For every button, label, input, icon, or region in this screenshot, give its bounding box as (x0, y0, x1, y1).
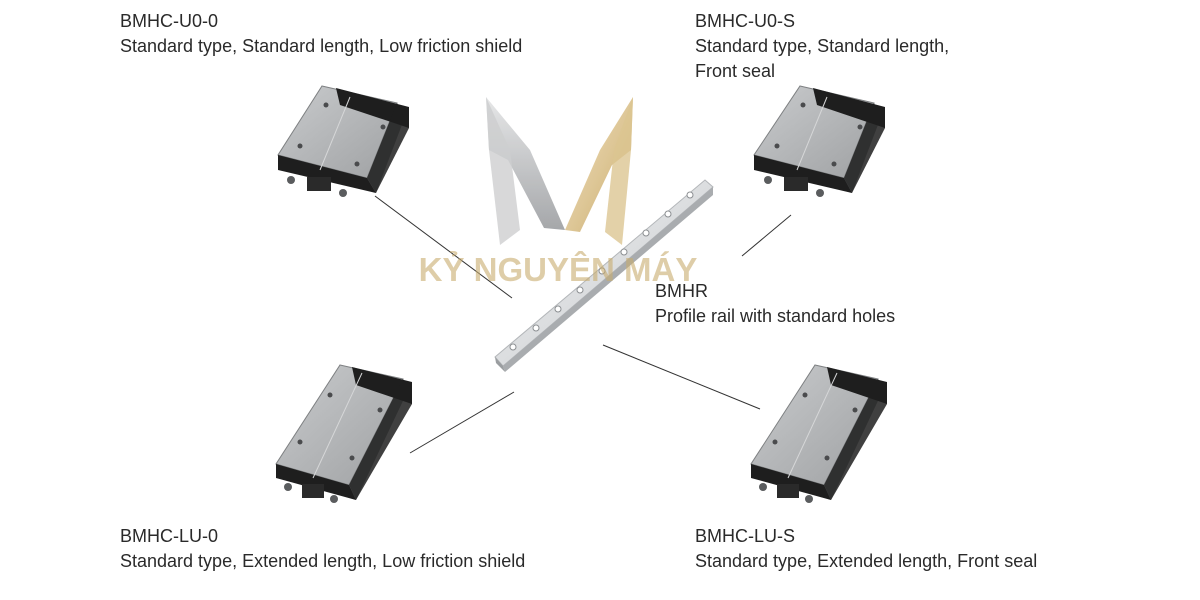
model-description-line-1: Standard type, Standard length, (695, 36, 950, 56)
leader-line-top-right (741, 214, 792, 257)
model-name-bmhr: BMHR (655, 281, 708, 301)
label-bottom-left: BMHC-LU-0 Standard type, Extended length… (120, 524, 525, 574)
carriage-block-top-left (277, 85, 409, 197)
leader-lines (374, 195, 792, 454)
label-bottom-right: BMHC-LU-S Standard type, Extended length… (695, 524, 1037, 574)
carriage-block-bottom-right (750, 364, 887, 503)
model-name-bmhc-u0-s: BMHC-U0-S (695, 11, 796, 31)
model-name-bmhc-lu-0: BMHC-LU-0 (120, 526, 219, 546)
watermark-logo (486, 97, 633, 245)
label-top-right: BMHC-U0-S Standard type, Standard length… (695, 9, 949, 84)
model-description-line-2: Front seal (695, 61, 776, 81)
label-top-left: BMHC-U0-0 Standard type, Standard length… (120, 9, 522, 59)
label-rail: BMHR Profile rail with standard holes (655, 279, 895, 329)
model-description: Standard type, Extended length, Front se… (695, 551, 1038, 571)
leader-line-bottom-right (602, 344, 761, 410)
leader-line-bottom-left (409, 391, 515, 454)
model-name-bmhc-lu-s: BMHC-LU-S (695, 526, 796, 546)
rail-mounting-holes (509, 191, 694, 351)
profile-rail (494, 179, 714, 372)
model-description: Standard type, Extended length, Low fric… (120, 551, 526, 571)
model-name-bmhc-u0-0: BMHC-U0-0 (120, 11, 219, 31)
carriage-block-bottom-left (275, 364, 412, 503)
leader-line-top-left (374, 195, 513, 299)
watermark-text: KỶ NGUYÊN MÁY (419, 251, 698, 288)
carriage-block-top-right (753, 85, 885, 197)
rail-description: Profile rail with standard holes (655, 306, 896, 326)
model-description: Standard type, Standard length, Low fric… (120, 36, 523, 56)
